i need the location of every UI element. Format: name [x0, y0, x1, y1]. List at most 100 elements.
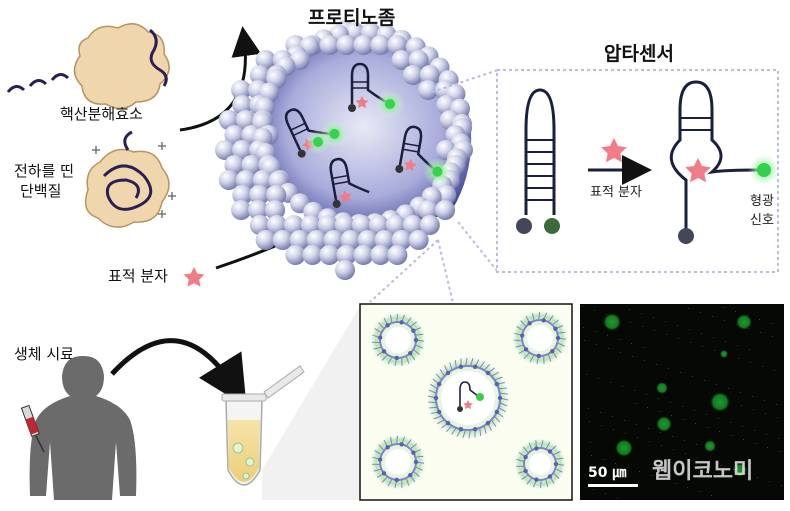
microscopy-noise	[728, 388, 729, 389]
microscopy-noise	[723, 307, 724, 308]
microscopy-dot	[710, 392, 730, 412]
microscopy-noise	[671, 415, 672, 416]
microscopy-noise	[748, 328, 749, 329]
microscopy-noise	[642, 326, 643, 327]
microscopy-noise	[647, 407, 648, 408]
microscopy-noise	[595, 331, 596, 332]
vesicle	[426, 356, 510, 440]
microscopy-noise	[766, 434, 767, 435]
microscopy-noise	[668, 368, 669, 369]
microscopy-noise	[742, 426, 743, 427]
microscopy-noise	[678, 338, 679, 339]
microscopy-noise	[725, 341, 726, 342]
nuclease-illustration	[8, 24, 169, 109]
charged-protein-label-line2: 단백질	[20, 182, 61, 200]
microscopy-noise	[747, 315, 748, 316]
microscopy-noise	[719, 431, 720, 432]
proteinosome-sphere	[215, 20, 473, 280]
microscopy-noise	[584, 340, 585, 341]
microscopy-dot	[603, 313, 621, 331]
microscopy-noise	[608, 348, 609, 349]
microscopy-noise	[635, 403, 636, 404]
microscopy-noise	[593, 489, 594, 490]
microscopy-noise	[760, 332, 761, 333]
microscopy-noise	[615, 463, 616, 464]
microscopy-noise	[740, 392, 741, 393]
microscopy-noise	[589, 421, 590, 422]
vesicle	[512, 310, 568, 366]
fluorescence-label-line1: 형광	[750, 194, 774, 209]
microscopy-noise	[731, 435, 732, 436]
microscopy-noise	[774, 370, 775, 371]
microscopy-noise	[673, 449, 674, 450]
microscopy-noise	[757, 477, 758, 478]
microscopy-noise	[781, 485, 782, 486]
microscopy-noise	[658, 398, 659, 399]
microscopy-noise	[627, 467, 628, 468]
microscopy-noise	[672, 436, 673, 437]
microscopy-noise	[622, 386, 623, 387]
microscopy-noise	[643, 347, 644, 348]
microscopy-noise	[713, 337, 714, 338]
microscopy-noise	[648, 428, 649, 429]
vesicle	[370, 312, 426, 368]
microscopy-noise	[711, 495, 712, 496]
microscopy-noise	[771, 323, 772, 324]
microscopy-dot	[615, 439, 633, 457]
proteinosome-title: 프로티노좀	[308, 7, 395, 29]
microscopy-noise	[625, 433, 626, 434]
vesicle	[514, 438, 566, 490]
microscopy-noise	[586, 374, 587, 375]
vesicle	[370, 434, 426, 490]
microscopy-noise	[661, 445, 662, 446]
shell-sphere	[231, 200, 251, 220]
microscopy-noise	[653, 317, 654, 318]
microscopy-noise	[601, 425, 602, 426]
fluorophore-dot-on	[313, 137, 323, 147]
bio-sample-label: 생체 시료	[14, 345, 74, 363]
microscopy-noise	[776, 404, 777, 405]
microscopy-noise	[777, 417, 778, 418]
microscopy-noise	[712, 316, 713, 317]
microscopy-noise	[687, 487, 688, 488]
quencher-dot	[516, 218, 532, 234]
microscopy-noise	[630, 322, 631, 323]
microscopy-noise	[590, 442, 591, 443]
microscopy-noise	[759, 319, 760, 320]
microscopy-noise	[683, 419, 684, 420]
microscopy-noise	[730, 422, 731, 423]
fluorescence-label-line2: 신호	[750, 213, 774, 228]
microscopy-noise	[613, 429, 614, 430]
microscopy-noise	[735, 311, 736, 312]
microscopy-noise	[695, 423, 696, 424]
star-icon	[184, 267, 205, 287]
microscopy-noise	[624, 420, 625, 421]
microscopy-noise	[637, 437, 638, 438]
microscopy-noise	[689, 329, 690, 330]
microscopy-noise	[690, 342, 691, 343]
nuclease-label: 핵산분해효소	[60, 105, 143, 123]
microscopy-noise	[612, 416, 613, 417]
microscopy-noise	[654, 330, 655, 331]
microscopy-noise	[765, 413, 766, 414]
microscopy-noise	[741, 405, 742, 406]
quencher-dot	[678, 228, 694, 244]
microscopy-noise	[641, 313, 642, 314]
watermark: 웹이코노미	[652, 459, 753, 484]
charged-protein-label-line1: 전하를 띤	[14, 162, 74, 180]
microscopy-noise	[714, 350, 715, 351]
microscopy-noise	[594, 310, 595, 311]
microscopy-noise	[606, 314, 607, 315]
microscopy-noise	[631, 343, 632, 344]
scale-bar-label: 50 ㎛	[588, 465, 626, 482]
microscopy-noise	[666, 334, 667, 335]
microscopy-noise	[591, 455, 592, 456]
shell-sphere	[335, 260, 355, 280]
microscopy-noise	[778, 438, 779, 439]
microscopy-noise	[677, 325, 678, 326]
shell-sphere	[409, 230, 429, 250]
microscopy-noise	[696, 444, 697, 445]
microscopy-noise	[603, 459, 604, 460]
